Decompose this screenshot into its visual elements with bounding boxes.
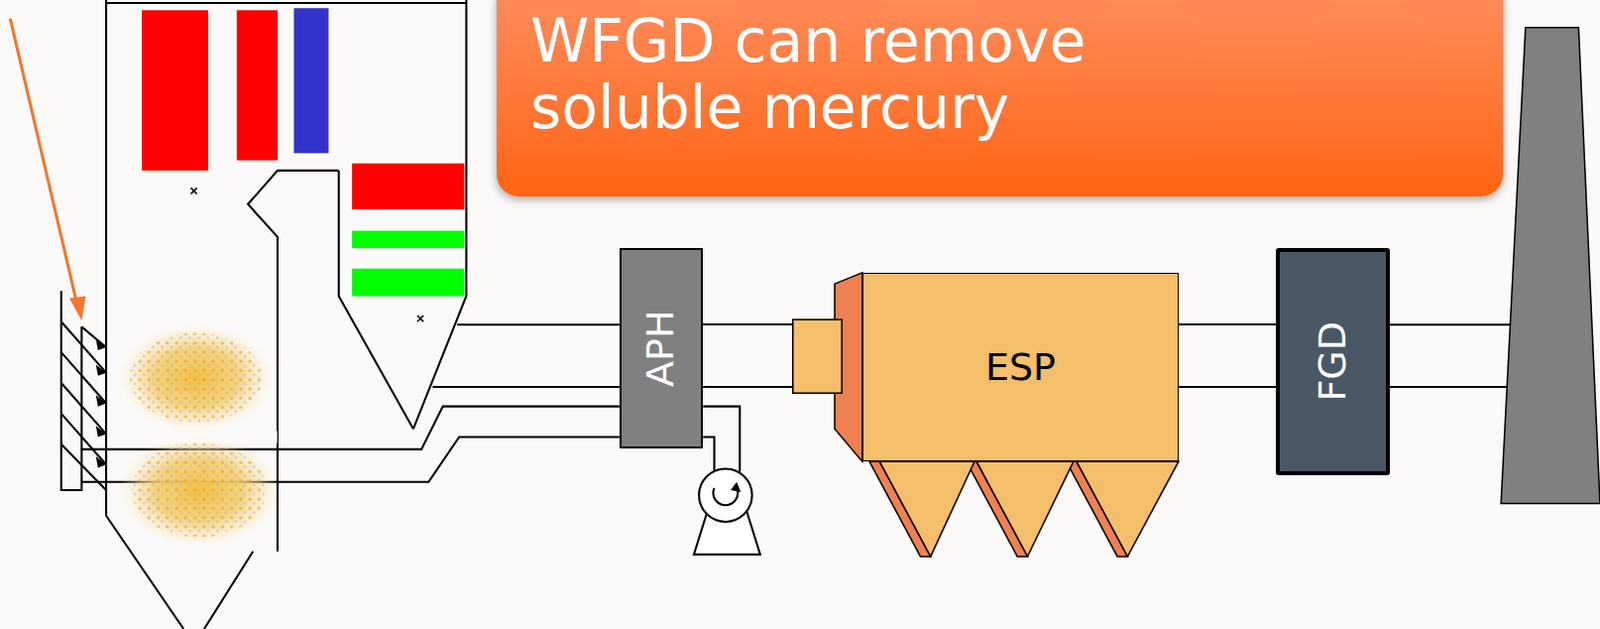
callout-box: WFGD can remove soluble mercury xyxy=(496,0,1503,197)
esp-box: ESP xyxy=(862,272,1179,461)
air-preheater-box: APH xyxy=(619,247,703,449)
unit-label: ESP xyxy=(985,345,1056,389)
flue-duct xyxy=(1178,324,1276,387)
fgd-box: FGD xyxy=(1275,247,1390,475)
callout-text: WFGD can remove soluble mercury xyxy=(530,7,1245,141)
unit-label: APH xyxy=(640,309,684,386)
unit-label: FGD xyxy=(1311,321,1355,402)
